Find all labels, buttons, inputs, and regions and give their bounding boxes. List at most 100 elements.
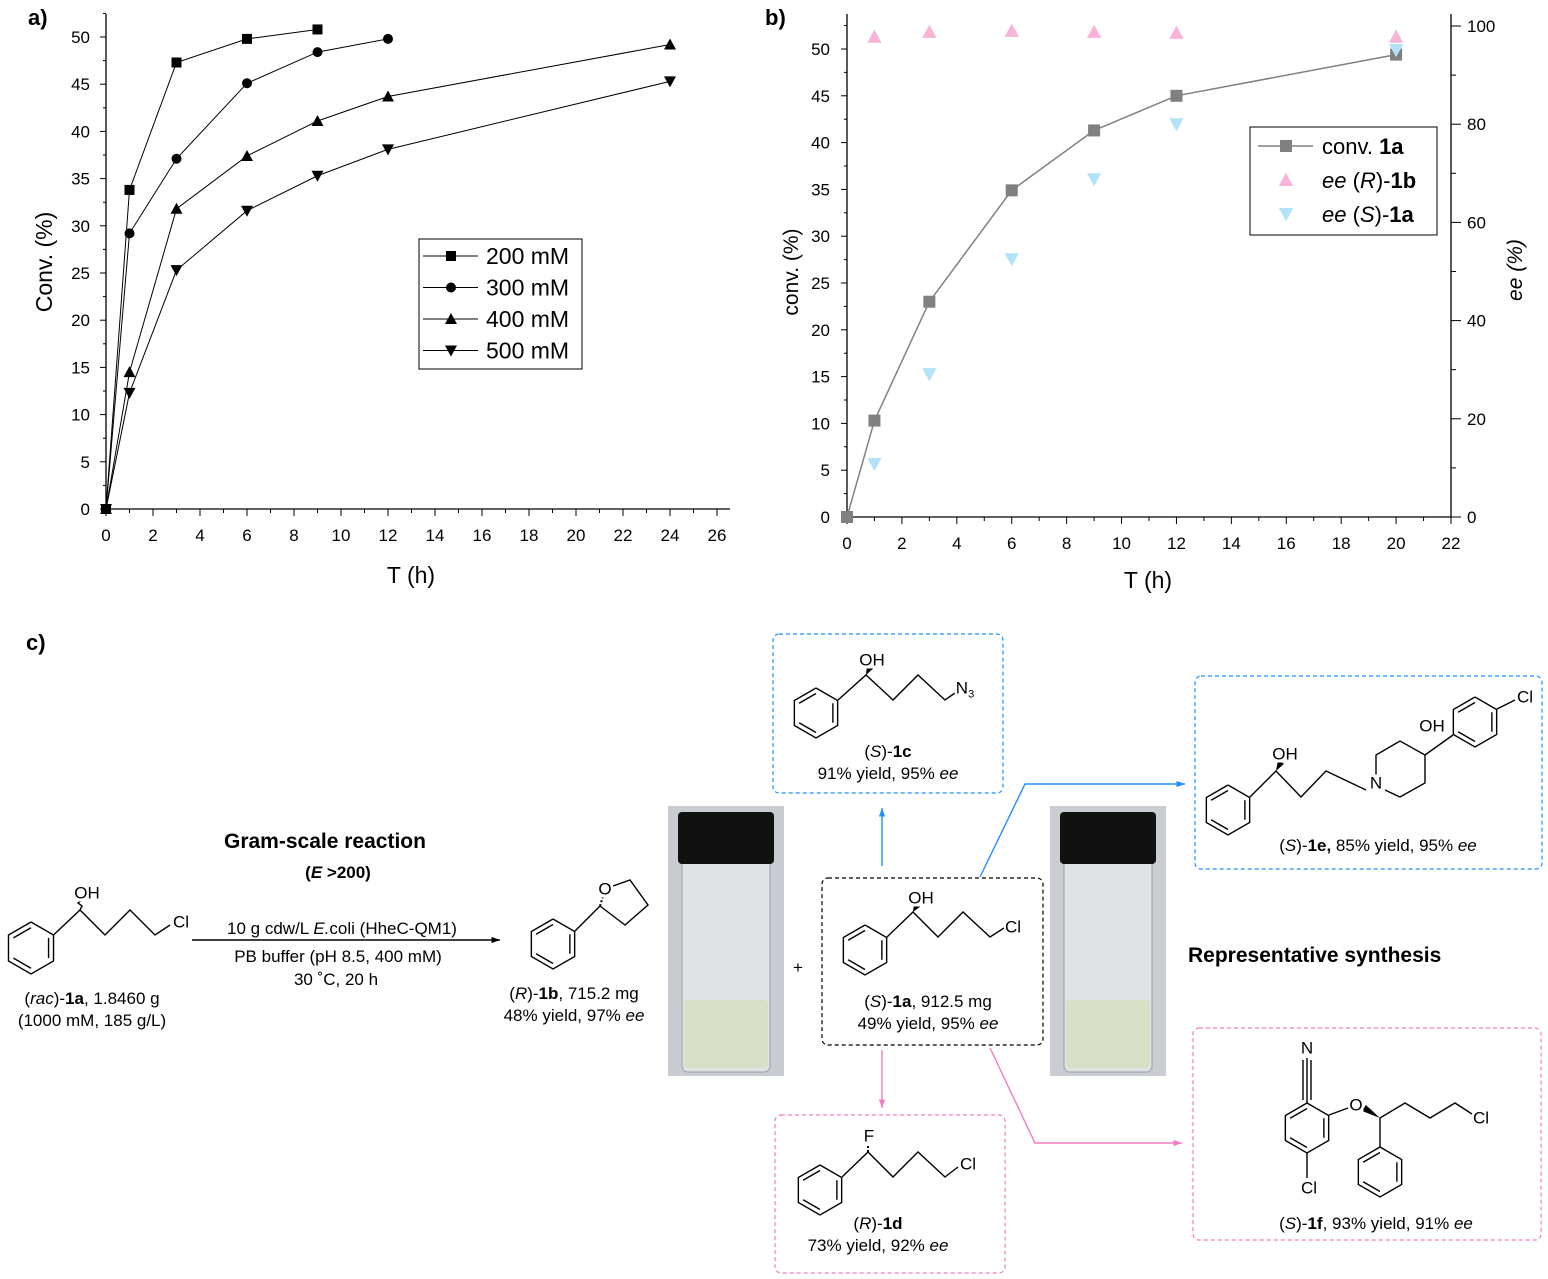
data-point — [311, 170, 324, 182]
text-run: 10 g cdw/L — [227, 919, 314, 938]
legend-text-run: R — [1360, 168, 1376, 193]
alkyl-chain — [837, 674, 956, 701]
atom-oh: OH — [73, 883, 101, 903]
caption-line: (S)-1c — [818, 741, 959, 763]
x-tick-label: 22 — [1442, 534, 1461, 553]
text-run: S — [1284, 836, 1297, 855]
y2-tick-label: 60 — [1467, 213, 1486, 232]
y2-tick-label: 0 — [1467, 508, 1476, 527]
wedge-bond — [1362, 1105, 1380, 1118]
data-point — [124, 228, 135, 239]
x-tick-label: 0 — [842, 534, 851, 553]
x-tick-label: 20 — [567, 526, 586, 545]
data-point — [123, 366, 136, 378]
hashed-bond — [599, 895, 604, 907]
atom-f: F — [862, 1126, 876, 1146]
caption-line: (R)-1d — [808, 1213, 949, 1235]
atom-n: N — [1368, 773, 1384, 793]
legend-text-run: )- — [1376, 168, 1391, 193]
data-point — [382, 90, 394, 102]
text-run: 91% yield, 95% — [817, 764, 940, 783]
y-tick-label: 20 — [71, 311, 90, 330]
data-point — [170, 202, 183, 214]
text-run: R — [859, 1214, 872, 1233]
data-point — [1169, 25, 1184, 39]
legend-marker — [1280, 140, 1292, 152]
text-run: )- — [53, 989, 66, 1008]
tetrahydrofuran-ring — [599, 879, 649, 926]
y-tick-label: 45 — [71, 75, 90, 94]
data-point — [1004, 23, 1019, 37]
text-run: 1b — [538, 984, 559, 1003]
atom-o: O — [597, 879, 613, 899]
x-tick-label: 16 — [473, 526, 492, 545]
atom-n: N — [1299, 1038, 1315, 1058]
text-run: ( — [1279, 1214, 1285, 1233]
text-run: E — [310, 863, 323, 882]
text-run: coli (HheC-QM1) — [329, 919, 457, 938]
atom-o: O — [1348, 1095, 1364, 1115]
caption-line: (R)-1b, 715.2 mg — [504, 983, 645, 1005]
x-tick-label: 10 — [1112, 534, 1131, 553]
y-tick-label: 25 — [811, 274, 830, 293]
y-tick-label: 15 — [71, 358, 90, 377]
phenyl-ring — [797, 1164, 843, 1216]
data-point — [1388, 44, 1404, 58]
caption-line: (S)-1e, 85% yield, 95% ee — [1279, 835, 1477, 857]
data-point — [171, 153, 182, 164]
atom-cl: Cl — [1003, 917, 1023, 937]
x-tick-label: 4 — [952, 534, 961, 553]
text-run: , 912.5 mg — [911, 992, 992, 1011]
legend-label: ee (R)-1b — [1322, 168, 1416, 193]
text-run: ee — [1457, 836, 1477, 855]
alkyl-chain — [841, 1151, 959, 1178]
arrow-to-1f-head — [1173, 1139, 1182, 1147]
series-line-300mM — [105, 38, 389, 510]
data-point — [923, 295, 936, 308]
atom-oh: OH — [858, 650, 886, 670]
caption-s-1f: (S)-1f, 93% yield, 91% ee — [1279, 1213, 1473, 1235]
caption-line: 48% yield, 97% ee — [504, 1005, 645, 1027]
text-run: )- — [871, 1214, 883, 1233]
aromatic-bond — [1210, 789, 1229, 801]
legend-text-run: 1b — [1390, 168, 1416, 193]
vial-cap — [1060, 812, 1156, 864]
atom-cl: Cl — [171, 912, 191, 932]
data-point — [664, 76, 676, 88]
text-run: S — [870, 742, 882, 761]
text-run: ee — [979, 1014, 999, 1033]
x-tick-label: 14 — [426, 526, 445, 545]
y2-tick-label: 40 — [1467, 312, 1486, 331]
condition-catalyst: 10 g cdw/L E.coli (HheC-QM1) — [227, 918, 457, 940]
y2-tick-label: 80 — [1467, 115, 1486, 134]
data-point — [123, 387, 136, 399]
text-run: E. — [313, 919, 330, 938]
y-tick-label: 40 — [71, 122, 90, 141]
text-run: S — [1284, 1214, 1297, 1233]
y-tick-label: 0 — [821, 508, 830, 527]
atom-cl: Cl — [958, 1154, 978, 1174]
vial-liquid — [684, 1000, 768, 1068]
arrow-to-1e-head — [1176, 780, 1185, 788]
y-tick-label: 10 — [71, 406, 90, 425]
legend-label: 200 mM — [486, 243, 569, 269]
y-tick-label: 5 — [81, 453, 90, 472]
legend-text-run: )- — [1375, 202, 1390, 227]
legend-text-run: ( — [1346, 202, 1360, 227]
y-tick-label: 30 — [811, 227, 830, 246]
legend-marker — [1278, 208, 1294, 222]
x-tick-label: 22 — [614, 526, 633, 545]
legend-label: 300 mM — [486, 275, 569, 301]
atom-subscript: 3 — [968, 688, 975, 701]
legend-text-run: 1a — [1379, 134, 1404, 159]
caption-line: 49% yield, 95% ee — [858, 1013, 999, 1035]
legend-marker — [446, 251, 456, 261]
aromatic-bond — [1289, 1137, 1308, 1149]
data-point — [1170, 89, 1183, 102]
arrow-to-1f — [989, 1047, 1182, 1144]
legend-label: conv. 1a — [1322, 134, 1404, 159]
data-point — [311, 115, 324, 127]
